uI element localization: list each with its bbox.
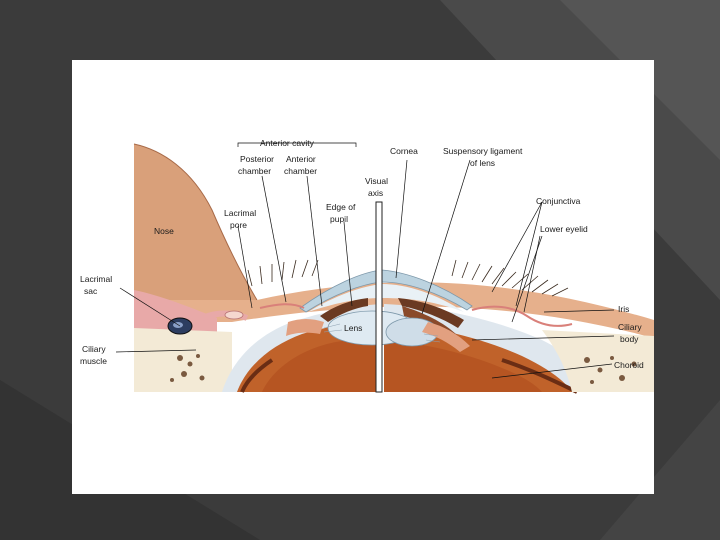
label-lacrimal-sac-2: sac (84, 286, 98, 296)
lacrimal-mucosa (134, 290, 217, 332)
label-conjunctiva: Conjunctiva (536, 196, 581, 206)
label-anterior-chamber-2: chamber (284, 166, 317, 176)
label-lens: Lens (344, 323, 362, 333)
label-iris: Iris (618, 304, 629, 314)
leader-lines (115, 142, 615, 379)
label-lacrimal-pore-2: pore (230, 220, 247, 230)
label-posterior-chamber-1: Posterior (240, 154, 274, 164)
label-anterior-cavity: Anterior cavity (260, 138, 315, 148)
labels: Anterior cavity Posterior chamber Anteri… (80, 138, 644, 370)
label-nose: Nose (154, 226, 174, 236)
label-edge-of-pupil-1: Edge of (326, 202, 356, 212)
visual-axis-bar (375, 201, 383, 393)
label-cornea: Cornea (390, 146, 418, 156)
label-anterior-chamber-1: Anterior (286, 154, 316, 164)
skin-band (134, 282, 654, 338)
label-edge-of-pupil-2: pupil (330, 214, 348, 224)
bone-region-left (134, 328, 232, 392)
cornea-shape (299, 269, 473, 313)
label-choroid: Choroid (614, 360, 644, 370)
eye-illustration (133, 143, 654, 394)
label-lower-eyelid: Lower eyelid (540, 224, 588, 234)
label-posterior-chamber-2: chamber (238, 166, 271, 176)
label-lacrimal-pore-1: Lacrimal (224, 208, 256, 218)
label-suspensory-ligament-1: Suspensory ligament (443, 146, 523, 156)
label-ciliary-body-1: Ciliary (618, 322, 642, 332)
label-visual-axis-1: Visual (365, 176, 388, 186)
iris-shape (320, 298, 368, 322)
label-ciliary-muscle-1: Ciliary (82, 344, 106, 354)
bone-region-right (542, 330, 654, 392)
label-ciliary-muscle-2: muscle (80, 356, 107, 366)
label-visual-axis-2: axis (368, 188, 383, 198)
eyelashes (247, 259, 569, 297)
label-ciliary-body-2: body (620, 334, 639, 344)
nose-region (134, 144, 257, 300)
label-lacrimal-sac-1: Lacrimal (80, 274, 112, 284)
eye-anatomy-diagram: Anterior cavity Posterior chamber Anteri… (80, 138, 654, 394)
slide-canvas: Anterior cavity Posterior chamber Anteri… (72, 60, 654, 494)
label-suspensory-ligament-2: of lens (470, 158, 495, 168)
